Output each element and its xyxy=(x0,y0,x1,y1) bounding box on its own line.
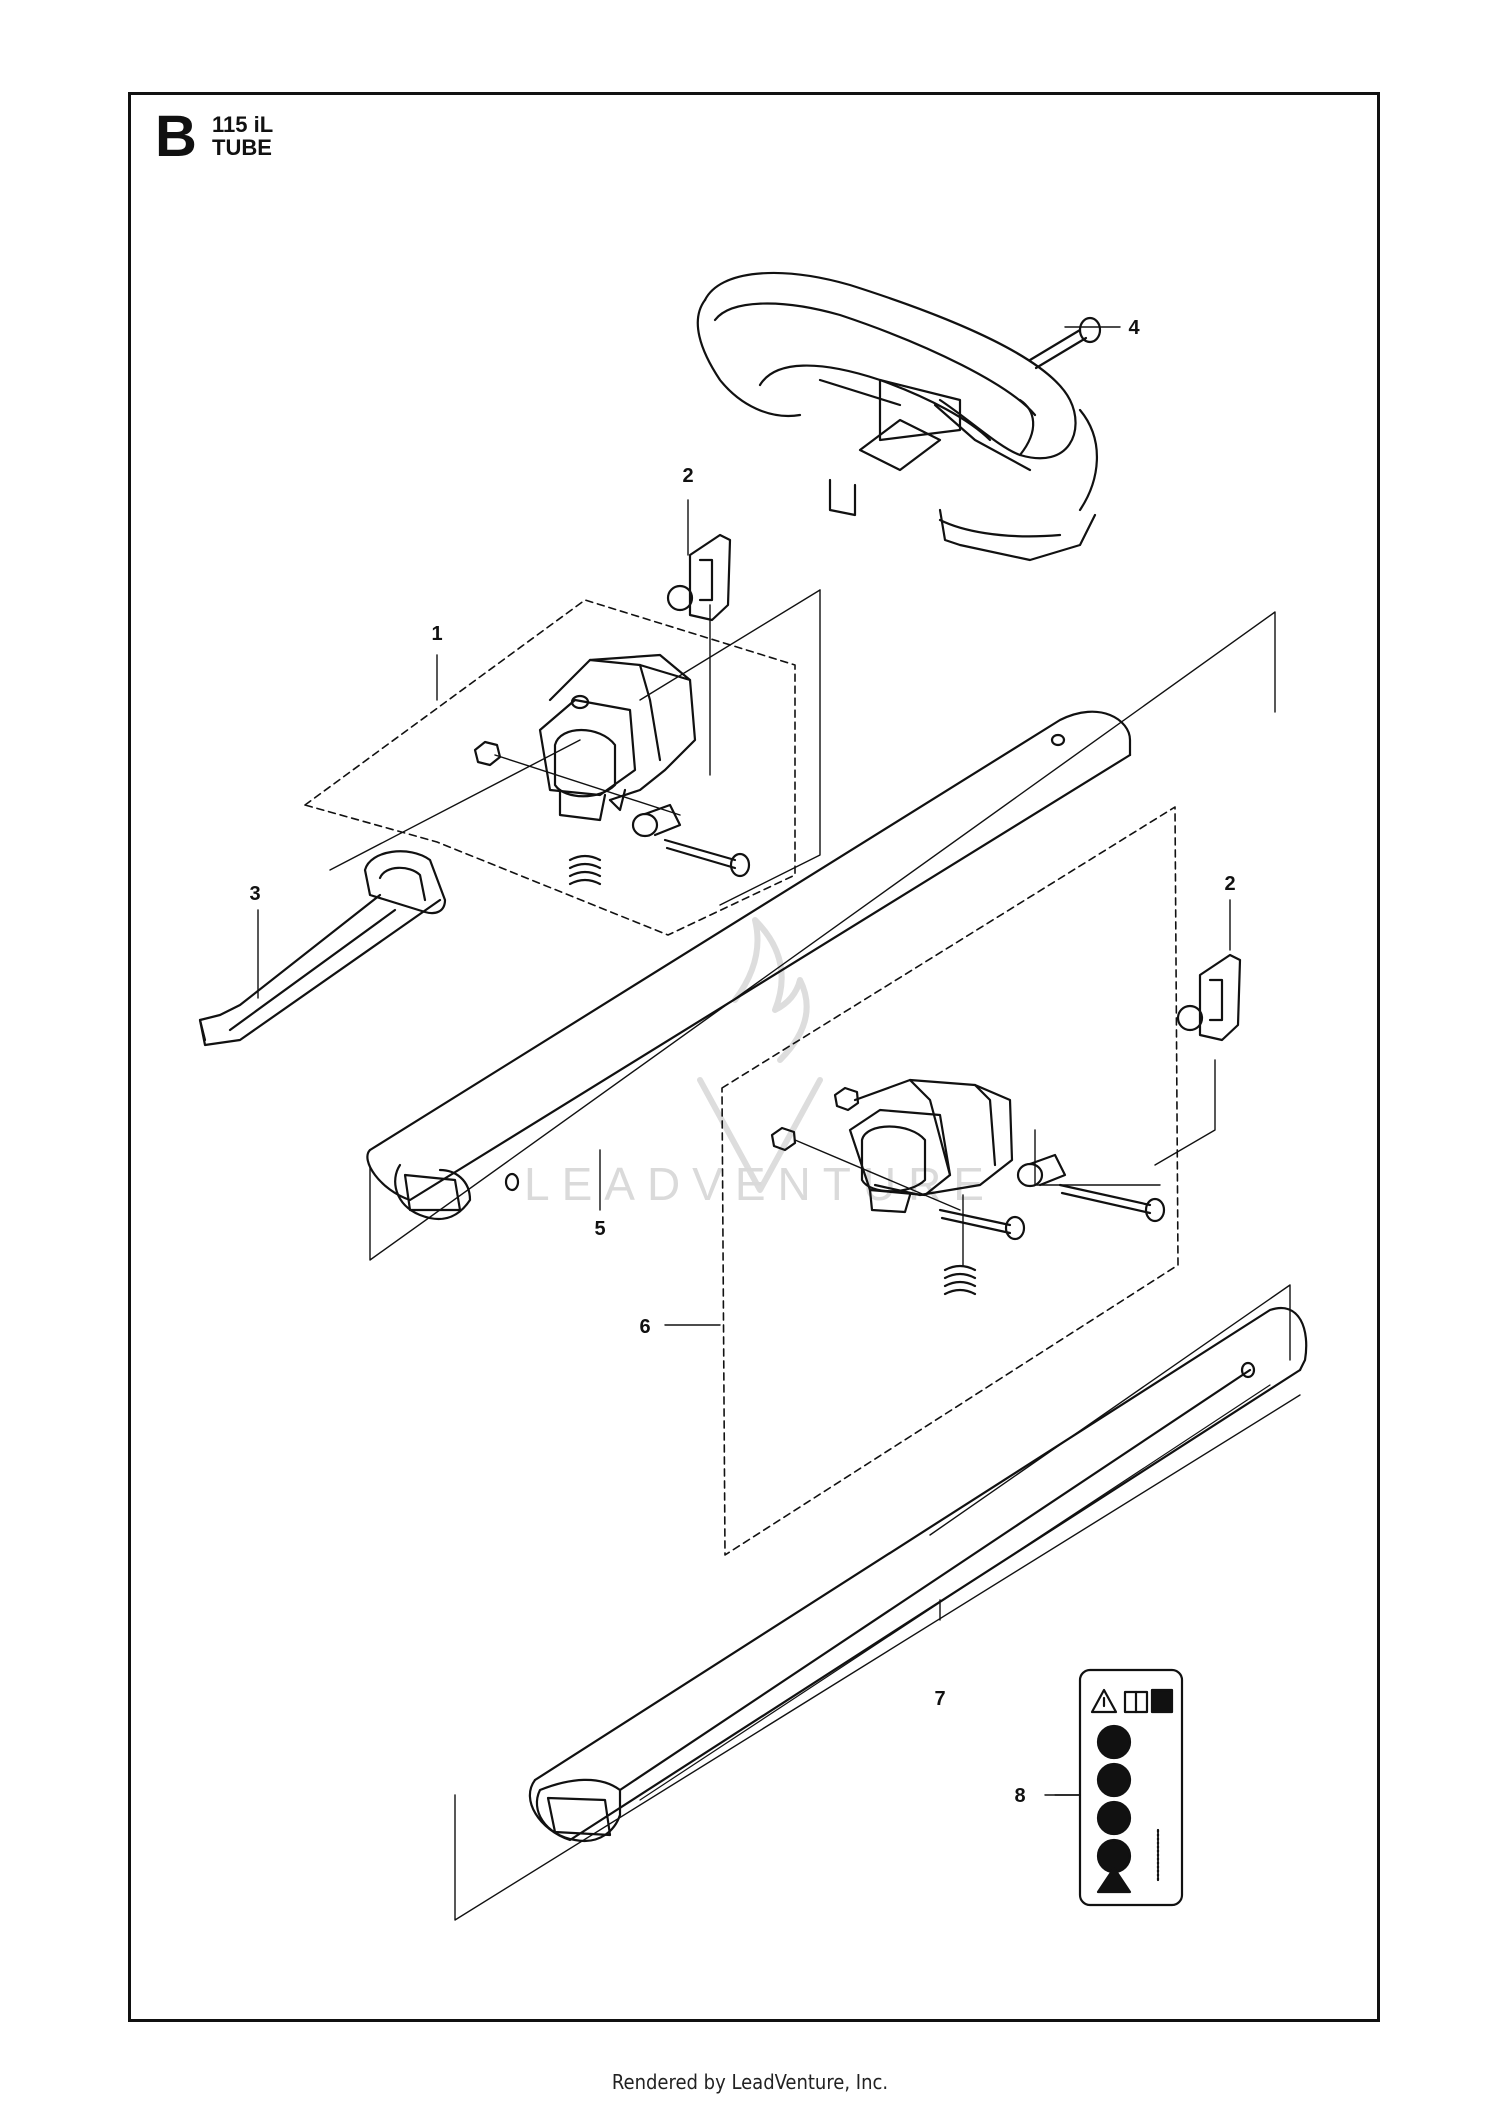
rear-grip xyxy=(198,850,447,1047)
shaft-cover-7-panel xyxy=(454,1394,1301,1921)
section-title: TUBE xyxy=(212,135,272,161)
footer-credit: Rendered by LeadVenture, Inc. xyxy=(611,2070,889,2094)
bolt-lower-2 xyxy=(938,1208,1026,1241)
upper-clamp xyxy=(538,653,697,822)
callout-6: 6 xyxy=(639,1316,650,1338)
tube-5-panel xyxy=(369,611,1276,1261)
spring-upper xyxy=(568,854,602,886)
nut-lower-1 xyxy=(833,1086,860,1112)
shaft-cover-7 xyxy=(528,1307,1308,1843)
assembly-boundary-6 xyxy=(721,806,1179,1556)
callout-5: 5 xyxy=(594,1218,605,1240)
callout-8: 8 xyxy=(1014,1785,1025,1807)
bolt-lower-1 xyxy=(1058,1183,1166,1223)
callout-2-lower: 2 xyxy=(1224,873,1235,895)
pin-upper xyxy=(631,803,682,838)
callout-7: 7 xyxy=(934,1688,945,1710)
assembly-boundary-1 xyxy=(304,599,796,936)
tube-5 xyxy=(366,710,1132,1221)
bolt-upper xyxy=(663,838,751,878)
model-header: 115 iL TUBE xyxy=(212,113,273,159)
loop-handle xyxy=(696,271,1099,562)
callout-1: 1 xyxy=(431,623,442,645)
model-name: 115 iL xyxy=(212,112,274,137)
diagram-frame xyxy=(128,92,1380,2022)
nut-lower-2 xyxy=(770,1126,797,1152)
spring-lower xyxy=(943,1264,977,1296)
section-letter: B xyxy=(155,104,197,169)
lower-clamp xyxy=(848,1078,1014,1214)
nut-upper xyxy=(473,740,502,767)
bracket-2-upper xyxy=(666,533,732,622)
watermark-logo xyxy=(697,917,823,1193)
callout-4: 4 xyxy=(1128,317,1140,339)
bracket-2-lower xyxy=(1176,953,1242,1042)
callout-3: 3 xyxy=(249,883,260,905)
callout-2-upper: 2 xyxy=(682,465,693,487)
bolt-4 xyxy=(1028,316,1102,370)
warning-label-8 xyxy=(1078,1668,1184,1907)
pin-lower xyxy=(1016,1153,1067,1188)
